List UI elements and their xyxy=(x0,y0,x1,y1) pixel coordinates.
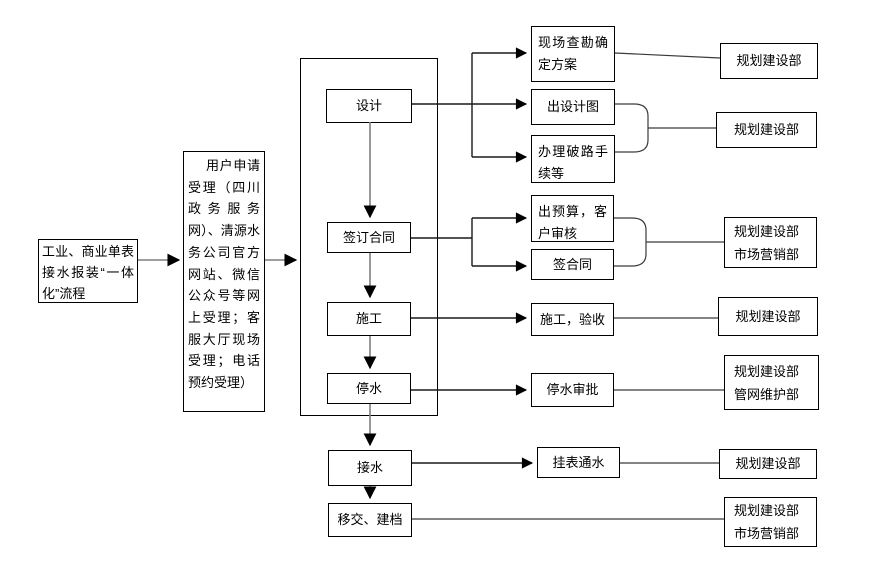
node-handover: 移交、建档 xyxy=(328,503,412,537)
dept-planning-4: 规划建设部 xyxy=(719,449,817,479)
node-stop-approval: 停水审批 xyxy=(531,373,614,407)
node-budget-review: 出预算，客户审核 xyxy=(531,195,614,242)
dept-planning-marketing-1: 规划建设部 市场营销部 xyxy=(724,217,817,268)
node-water-connect: 接水 xyxy=(328,450,412,486)
node-apply: 用户申请受理（四川政务服务网）、清源水务公司官方网站、微信公众号等网上受理；客服… xyxy=(183,151,265,412)
dept-planning-2: 规划建设部 xyxy=(716,112,817,148)
dept-planning-1: 规划建设部 xyxy=(720,43,818,79)
node-site-survey: 现场查勘确定方案 xyxy=(531,26,615,82)
node-sign-agreement: 签合同 xyxy=(531,249,614,280)
node-meter-water: 挂表通水 xyxy=(537,447,620,478)
node-construction: 施工 xyxy=(327,302,411,336)
node-design: 设计 xyxy=(326,89,412,123)
merge-budget-agreement xyxy=(614,217,647,267)
node-construction-accept: 施工，验收 xyxy=(531,303,614,336)
link-survey-to-d1 xyxy=(614,52,721,59)
node-design-drawing: 出设计图 xyxy=(531,89,615,125)
dept-planning-3: 规划建设部 xyxy=(718,297,818,336)
process-group-outline xyxy=(300,58,438,416)
merge-drawing-roadpermit xyxy=(615,103,649,153)
dept-planning-marketing-2: 规划建设部 市场营销部 xyxy=(724,497,817,547)
node-road-permit: 办理破路手续等 xyxy=(531,135,615,183)
node-water-stop: 停水 xyxy=(327,373,411,404)
node-start: 工业、商业单表接水报装“一体化”流程 xyxy=(38,239,138,303)
dept-planning-pipe-maintenance: 规划建设部 管网维护部 xyxy=(724,355,819,410)
node-sign-contract: 签订合同 xyxy=(327,222,411,253)
